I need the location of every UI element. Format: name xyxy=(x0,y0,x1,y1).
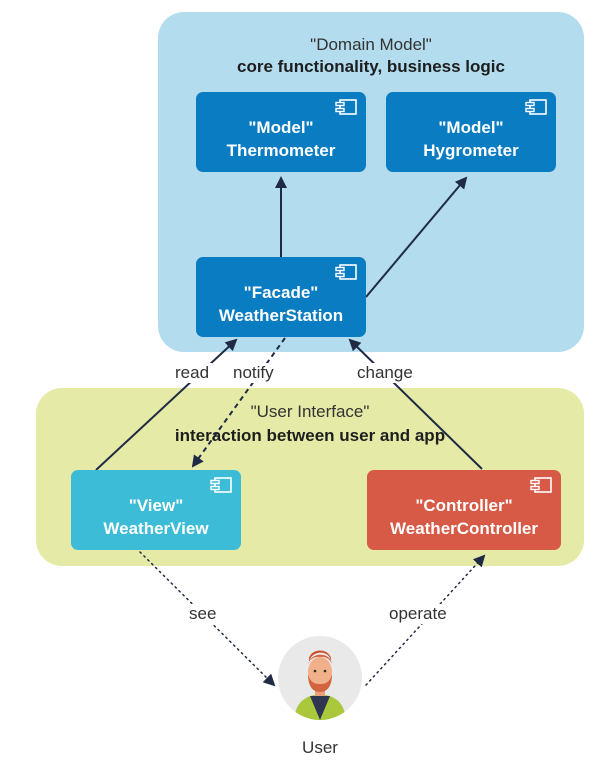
user-avatar-icon xyxy=(278,636,362,720)
component-stereotype: "Model" xyxy=(438,118,504,137)
component-stereotype: "Facade" xyxy=(243,283,319,302)
component-name: WeatherController xyxy=(390,519,538,538)
component-name: WeatherStation xyxy=(218,306,344,325)
edge-label-notify: notify xyxy=(230,363,277,383)
component-stereotype: "View" xyxy=(128,496,184,515)
component-hygrometer[interactable]: "Model" Hygrometer xyxy=(386,92,556,172)
edge-read xyxy=(95,338,238,471)
component-weatherview[interactable]: "View" WeatherView xyxy=(71,470,241,550)
edge-label-read: read xyxy=(172,363,213,383)
component-icon xyxy=(530,477,552,493)
component-weatherstation[interactable]: "Facade" WeatherStation xyxy=(196,257,366,337)
edge-facade-to-hygrometer xyxy=(365,176,468,298)
component-icon xyxy=(525,99,547,115)
user-interface-title: "User Interface" xyxy=(250,402,370,421)
user-label: User xyxy=(302,738,338,757)
domain-model-title: "Domain Model" xyxy=(310,35,432,54)
domain-model-subtitle: core functionality, business logic xyxy=(237,57,505,76)
component-icon xyxy=(335,99,357,115)
edge-label-operate: operate xyxy=(386,604,450,624)
edge-label-change: change xyxy=(354,363,416,383)
component-name: Thermometer xyxy=(226,141,336,160)
component-name: Hygrometer xyxy=(423,141,519,160)
component-name: WeatherView xyxy=(103,519,209,538)
user-interface-subtitle: interaction between user and app xyxy=(174,426,446,445)
component-stereotype: "Controller" xyxy=(415,496,513,515)
edge-label-see: see xyxy=(186,604,220,624)
component-icon xyxy=(335,264,357,280)
edge-change xyxy=(348,338,483,470)
component-weathercontroller[interactable]: "Controller" WeatherController xyxy=(367,470,561,550)
component-icon xyxy=(210,477,232,493)
component-stereotype: "Model" xyxy=(248,118,314,137)
edge-notify xyxy=(191,337,286,468)
component-thermometer[interactable]: "Model" Thermometer xyxy=(196,92,366,172)
